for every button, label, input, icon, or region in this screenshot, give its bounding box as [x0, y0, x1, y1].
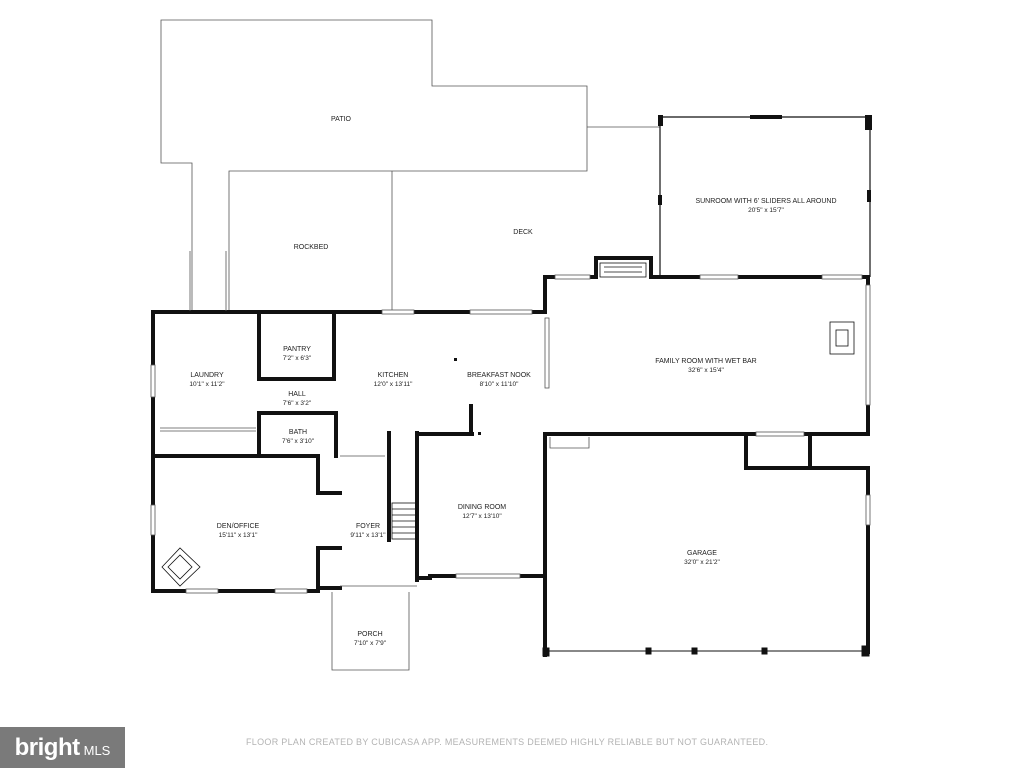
pantry-dims: 7'2" x 6'3" — [283, 355, 312, 362]
garage-apron — [549, 437, 590, 449]
logo-suffix: MLS — [83, 743, 111, 758]
window-icon — [185, 588, 219, 594]
deck-label: DECK — [513, 229, 533, 236]
sunroom-dims: 20'5" x 15'7" — [748, 207, 784, 214]
window-icon — [865, 494, 871, 526]
outdoor-outlines — [160, 19, 660, 671]
sunroom-label: SUNROOM WITH 6' SLIDERS ALL AROUND — [695, 198, 836, 205]
sunroom-corner — [865, 115, 872, 130]
family-room-dims: 32'6" x 15'4" — [688, 367, 724, 374]
stairs-icon — [391, 502, 417, 540]
fireplace-icon — [599, 262, 647, 278]
dining-room-label: DINING ROOM — [458, 504, 506, 511]
kitchen-label: KITCHEN — [378, 372, 409, 379]
wall — [257, 411, 338, 458]
logo-word: bright — [14, 733, 80, 761]
window-icon — [544, 317, 550, 389]
den-office-dims: 15'11" x 13'1" — [219, 532, 258, 539]
bright-mls-logo: bright MLS — [0, 727, 125, 768]
garage-post — [645, 647, 652, 655]
garage-post — [542, 647, 550, 657]
sunroom-post — [867, 190, 871, 202]
fireplace-icon — [829, 321, 855, 355]
patio-outline — [160, 19, 588, 311]
patio-label: PATIO — [331, 116, 352, 123]
porch-label: PORCH — [357, 631, 382, 638]
door-markers — [296, 358, 481, 435]
windows — [150, 274, 871, 594]
fireplace-icon — [161, 547, 201, 587]
foyer-label: FOYER — [356, 523, 380, 530]
wall — [316, 546, 342, 590]
rockbed-label: ROCKBED — [294, 244, 329, 251]
window-icon — [381, 309, 415, 315]
den-office-label: DEN/OFFICE — [217, 523, 260, 530]
window-icon — [455, 573, 521, 579]
sunroom-post — [750, 115, 782, 119]
hall-label: HALL — [288, 391, 306, 398]
garage-post — [861, 645, 870, 657]
window-icon — [821, 274, 863, 280]
hall-dims: 7'6" x 3'2" — [283, 400, 312, 407]
door-icon — [296, 378, 299, 381]
window-icon — [274, 588, 308, 594]
sunroom-corner — [658, 115, 663, 126]
breakfast-nook-dims: 8'10" x 11'10" — [480, 381, 519, 388]
walls — [151, 256, 870, 657]
sunroom-post — [658, 195, 662, 205]
window-icon — [755, 431, 805, 437]
room-labels: PATIO ROCKBED DECK SUNROOM WITH 6' SLIDE… — [189, 116, 836, 647]
bath-dims: 7'6" x 3'10" — [282, 438, 315, 445]
garage-door-opening — [542, 645, 870, 657]
door-icon — [454, 358, 457, 361]
family-room-label: FAMILY ROOM WITH WET BAR — [655, 358, 757, 365]
window-icon — [150, 364, 156, 398]
porch-dims: 7'10" x 7'9" — [354, 640, 387, 647]
window-icon — [699, 274, 739, 280]
garage-post — [691, 647, 698, 655]
pantry-label: PANTRY — [283, 346, 311, 353]
laundry-label: LAUNDRY — [190, 372, 224, 379]
window-icon — [469, 309, 533, 315]
foyer-dims: 9'11" x 13'1" — [350, 532, 386, 539]
laundry-dims: 10'1" x 11'2" — [189, 381, 225, 388]
bath-label: BATH — [289, 429, 307, 436]
window-icon — [865, 284, 871, 406]
garage-dims: 32'0" x 21'2" — [684, 559, 720, 566]
kitchen-dims: 12'0" x 13'11" — [374, 381, 413, 388]
wall — [543, 275, 598, 314]
porch-outline — [331, 592, 410, 671]
wall — [594, 256, 653, 279]
dining-room-dims: 12'7" x 13'10" — [462, 513, 502, 520]
disclaimer-text: FLOOR PLAN CREATED BY CUBICASA APP. MEAS… — [246, 737, 769, 747]
garage-post — [761, 647, 768, 655]
window-icon — [150, 504, 156, 536]
sunroom-walls — [658, 115, 872, 277]
window-icon — [554, 274, 591, 280]
partitions — [160, 251, 417, 587]
wall — [316, 454, 342, 495]
wall — [744, 432, 812, 470]
door-icon — [478, 432, 481, 435]
garage-label: GARAGE — [687, 550, 717, 557]
breakfast-nook-label: BREAKFAST NOOK — [467, 372, 531, 379]
